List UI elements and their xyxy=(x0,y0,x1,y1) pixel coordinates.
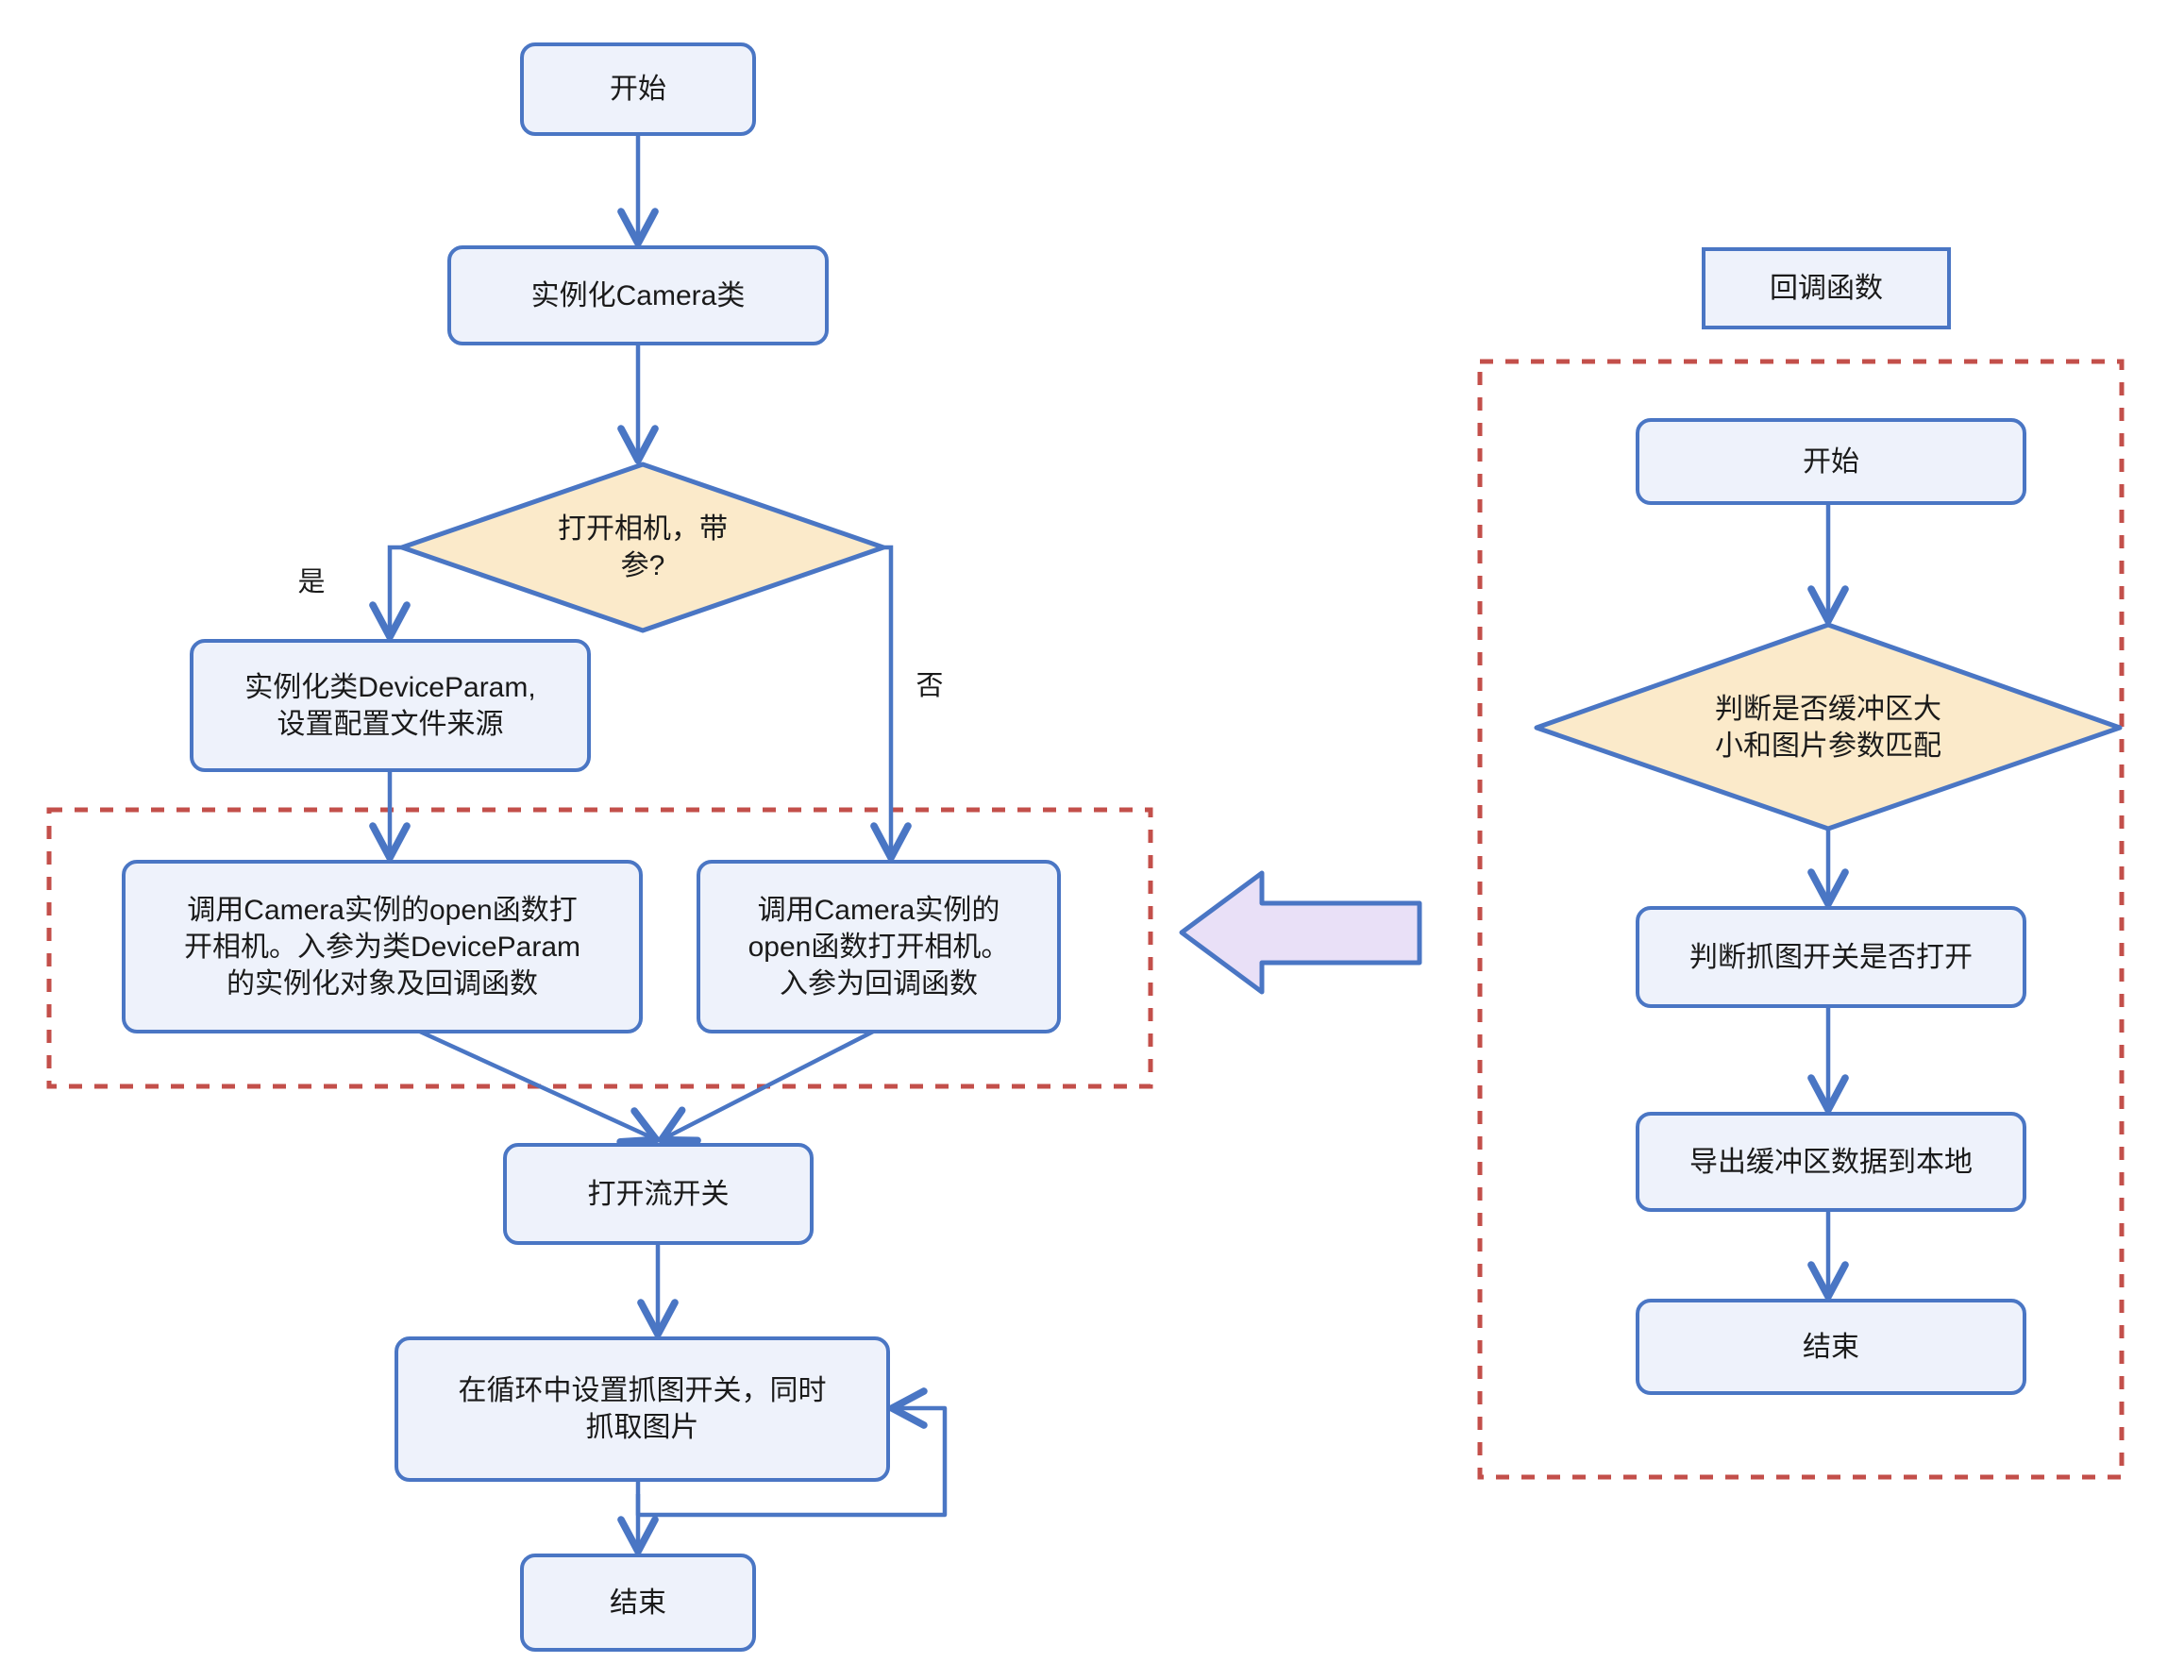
edge-label-yes: 是 xyxy=(297,567,326,597)
node-open-stream[interactable] xyxy=(503,1143,814,1245)
node-cb-export[interactable] xyxy=(1636,1112,2026,1212)
edge-loop-grab-self-loop xyxy=(635,1387,948,1518)
node-cb-end[interactable] xyxy=(1636,1299,2026,1395)
callback-pointer-arrow xyxy=(1179,870,1422,995)
node-open-with-param[interactable] xyxy=(122,860,643,1033)
edge-label-no: 否 xyxy=(916,671,944,701)
edge-open-with-param-to-open-stream xyxy=(419,1029,661,1146)
node-new-camera[interactable] xyxy=(447,245,829,345)
node-end[interactable] xyxy=(520,1554,756,1652)
node-decide-param[interactable] xyxy=(399,462,886,633)
edge-decide-no-to-open-without-param xyxy=(870,545,912,862)
node-new-param[interactable] xyxy=(190,639,591,772)
node-cb-start[interactable] xyxy=(1636,418,2026,505)
node-loop-grab[interactable] xyxy=(395,1336,890,1482)
node-cb-switch[interactable] xyxy=(1636,906,2026,1008)
edge-decide-yes-to-new-param xyxy=(369,545,411,641)
node-callback-header[interactable] xyxy=(1702,247,1951,329)
node-cb-decide[interactable] xyxy=(1534,622,2123,832)
edge-open-without-param-to-open-stream xyxy=(657,1029,875,1145)
node-start[interactable] xyxy=(520,42,756,136)
group-callback-dashed-box xyxy=(1477,359,2125,1480)
node-open-without-param[interactable] xyxy=(697,860,1061,1033)
